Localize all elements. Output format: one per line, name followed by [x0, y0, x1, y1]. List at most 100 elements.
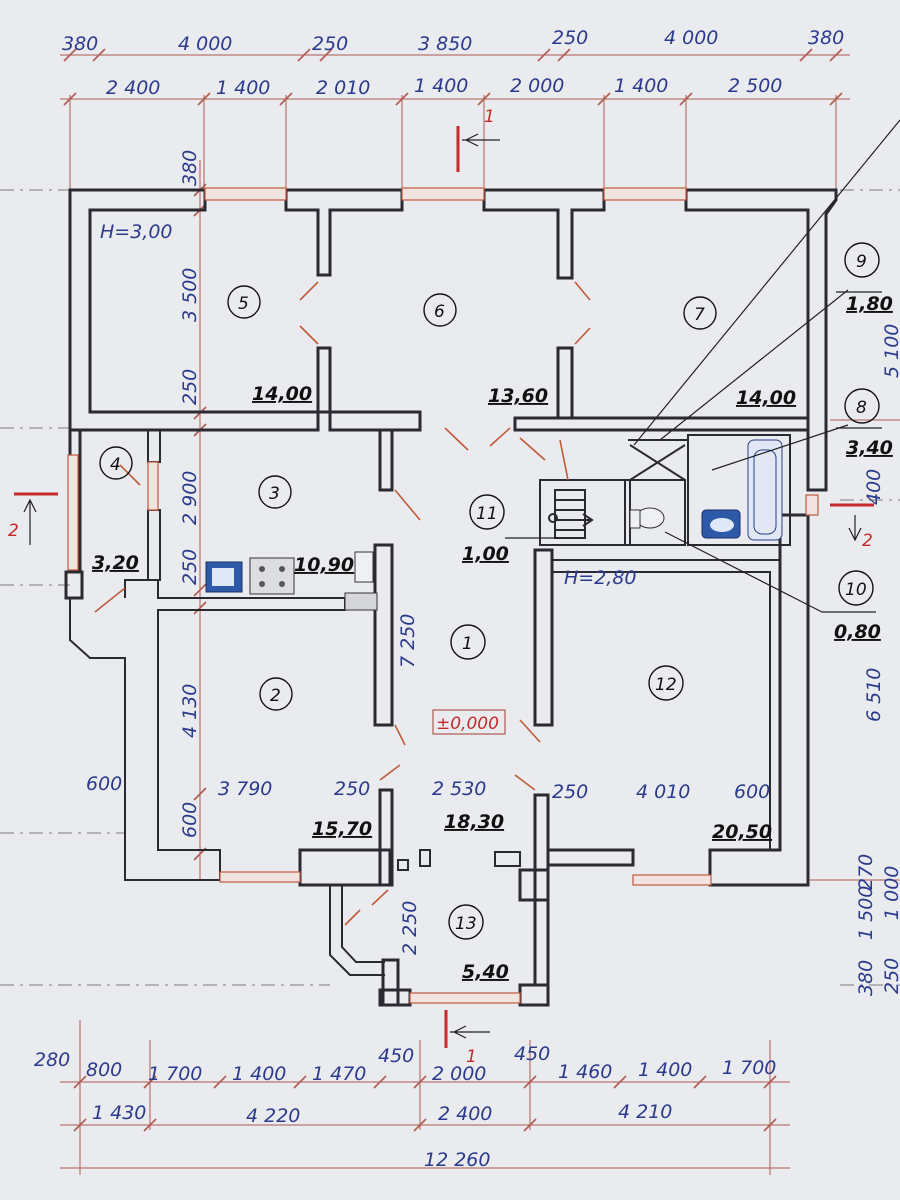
dim-left-1: 380	[179, 150, 201, 186]
dim-inner-4: 2 530	[432, 778, 486, 800]
dim-bottom-4: 1 400	[232, 1063, 286, 1085]
room-area-9: 1,80	[846, 293, 893, 315]
section-arrows	[23, 133, 862, 1039]
room-number-5: 5	[238, 294, 249, 314]
dim-bottom-total: 12 260	[424, 1149, 490, 1171]
dim-right-6: 380	[855, 960, 877, 996]
leader-lines	[505, 119, 900, 613]
dim-left-3: 250	[179, 369, 201, 405]
room-area-11: 1,00	[462, 543, 509, 565]
dim-inner-8: 7 250	[397, 614, 419, 668]
dim-inner-9: 2 250	[399, 901, 421, 955]
height-label-upper: H=3,00	[100, 221, 173, 243]
right-dimension-text: 5 100 400 6 510 270 1 500 380 250 1 000	[855, 324, 900, 996]
height-label-lower: H=2,80	[564, 567, 637, 589]
level-mark-frame	[432, 709, 506, 735]
room-number-7: 7	[694, 305, 705, 325]
dim-top-4: 3 850	[418, 33, 472, 55]
dim-bottom2-2: 4 220	[246, 1105, 300, 1127]
corridor-area: 18,30	[444, 811, 504, 833]
section-label-left: 2	[8, 521, 19, 541]
room-numbers: 5 6 7 3 4 11 1 2 12 13 9 8 10	[110, 252, 867, 934]
windows	[67, 187, 819, 1004]
section-label-top: 1	[484, 107, 495, 127]
door-swings	[94, 281, 591, 926]
level-mark: ±0,000	[436, 714, 499, 734]
room-area-7: 14,00	[736, 387, 796, 409]
dim-inner-7: 600	[734, 781, 770, 803]
dim-top-3: 250	[312, 33, 348, 55]
stair	[548, 489, 594, 539]
dim-bottom2-3: 2 400	[438, 1103, 492, 1125]
dim-bottom-7: 2 000	[432, 1063, 486, 1085]
dim-right-7: 250	[881, 958, 900, 994]
dim-top2-4: 1 400	[414, 75, 468, 97]
dim-top2-7: 2 500	[728, 75, 782, 97]
dim-left-4: 2 900	[179, 471, 201, 525]
dim-top2-3: 2 010	[316, 77, 370, 99]
room-area-4: 3,20	[92, 552, 139, 574]
room-number-12: 12	[655, 675, 677, 695]
inner-dimension-text: 600 3 790 250 2 530 250 4 010 600 7 250 …	[86, 614, 770, 955]
dim-top2-2: 1 400	[216, 77, 270, 99]
left-dimension-text: 380 3 500 250 2 900 250 4 130 600	[179, 150, 201, 838]
fixtures	[205, 439, 783, 611]
dim-bottom-10: 1 400	[638, 1059, 692, 1081]
room-area-6: 13,60	[488, 385, 548, 407]
dim-bottom-6: 450	[378, 1045, 414, 1067]
dim-bottom-8: 450	[514, 1043, 550, 1065]
room-area-3: 10,90	[294, 554, 354, 576]
room-number-13: 13	[455, 914, 477, 934]
room-number-6: 6	[434, 302, 445, 322]
room-number-3: 3	[269, 484, 280, 504]
dim-bottom2-1: 1 430	[92, 1102, 146, 1124]
room-number-11: 11	[476, 504, 498, 524]
dim-bottom-5: 1 470	[312, 1063, 366, 1085]
room-number-1: 1	[462, 634, 473, 654]
dim-top2-6: 1 400	[614, 75, 668, 97]
room-circles	[99, 242, 880, 940]
top-dimension-lines	[60, 48, 850, 190]
dim-top-5: 250	[552, 27, 588, 49]
dim-left-7: 600	[179, 802, 201, 838]
dim-right-8: 1 000	[881, 866, 900, 920]
dim-right-4: 270	[855, 854, 877, 890]
dim-left-5: 250	[179, 549, 201, 585]
dim-left-2: 3 500	[179, 268, 201, 322]
room-areas: 14,00 13,60 14,00 10,90 3,20 1,00 15,70 …	[92, 293, 893, 983]
dim-inner-6: 4 010	[636, 781, 690, 803]
dim-right-3: 6 510	[863, 668, 885, 722]
room-area-2: 15,70	[312, 818, 372, 840]
room-number-8: 8	[856, 398, 867, 418]
room-area-5: 14,00	[252, 383, 312, 405]
dim-top-2: 4 000	[178, 33, 232, 55]
room-number-9: 9	[856, 252, 867, 272]
room-area-8: 3,40	[846, 437, 893, 459]
section-label-right: 2	[862, 531, 873, 551]
dim-right-1: 5 100	[881, 324, 900, 378]
dim-top-6: 4 000	[664, 27, 718, 49]
room-area-13: 5,40	[462, 961, 509, 983]
bottom-dimension-lines	[60, 1020, 790, 1175]
bottom-dimension-text: 280 800 1 700 1 400 1 470 450 2 000 450 …	[34, 1043, 776, 1171]
axis-lines	[0, 189, 900, 986]
dim-left-6: 4 130	[179, 684, 201, 738]
dim-right-5: 1 500	[855, 886, 877, 940]
dim-bottom-2: 800	[86, 1059, 122, 1081]
room-number-2: 2	[270, 686, 281, 706]
dim-inner-3: 250	[334, 778, 370, 800]
room-area-10: 0,80	[834, 621, 881, 643]
dim-top2-1: 2 400	[106, 77, 160, 99]
dim-top2-5: 2 000	[510, 75, 564, 97]
dim-bottom-9: 1 460	[558, 1061, 612, 1083]
dim-right-2: 400	[863, 469, 885, 505]
room-number-4: 4	[110, 455, 121, 475]
dim-inner-2: 3 790	[218, 778, 272, 800]
dim-bottom-1: 280	[34, 1049, 70, 1071]
dim-top-1: 380	[62, 33, 98, 55]
dim-bottom-11: 1 700	[722, 1057, 776, 1079]
section-marks	[14, 126, 874, 1048]
room-number-10: 10	[845, 580, 867, 600]
